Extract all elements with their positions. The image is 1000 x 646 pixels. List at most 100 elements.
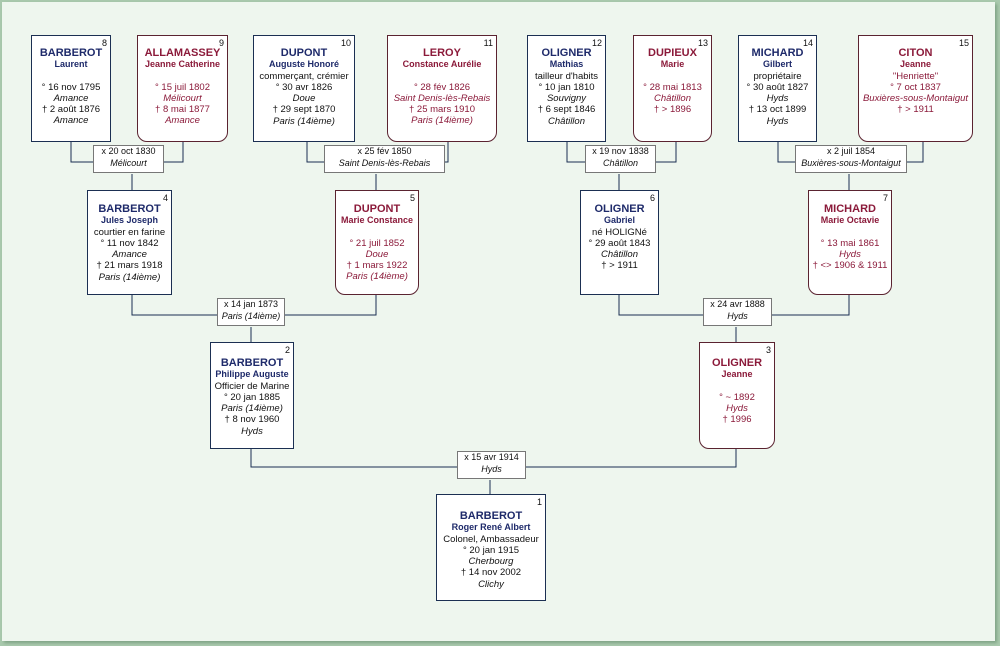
given-name: Laurent — [54, 59, 88, 70]
person-number: 3 — [765, 345, 771, 355]
marriage-place: Hyds — [727, 310, 748, 321]
person-1[interactable]: 1 BARBEROT Roger René Albert Colonel, Am… — [436, 494, 546, 601]
surname: LEROY — [423, 47, 461, 59]
marriage-10-11[interactable]: x 25 fév 1850 Saint Denis-lès-Rebais — [324, 145, 445, 173]
death-date: † 2 août 1876 — [41, 104, 101, 116]
marriage-date: x 20 oct 1830 — [101, 146, 156, 156]
marriage-2-3[interactable]: x 15 avr 1914 Hyds — [457, 451, 526, 479]
person-number: 15 — [958, 38, 969, 48]
birth-place: Mélicourt — [163, 92, 202, 104]
death-date: † 1 mars 1922 — [346, 260, 408, 272]
death-date: † 25 mars 1910 — [408, 104, 475, 116]
surname: BARBEROT — [98, 203, 161, 215]
person-number: 1 — [536, 497, 542, 507]
birth-place: Châtillon — [654, 92, 691, 104]
death-place: Paris (14ième) — [346, 271, 408, 283]
given-name: Roger René Albert — [451, 522, 531, 533]
occupation: né HOLIGNé — [592, 226, 647, 238]
birth-place: Hyds — [839, 248, 861, 260]
birth-place: Hyds — [766, 93, 789, 105]
person-15[interactable]: 15 CITON Jeanne "Henriette" ° 7 oct 1837… — [858, 35, 973, 142]
occupation: propriétaire — [753, 70, 802, 82]
birth-place: Doue — [365, 248, 389, 260]
given-name: Marie Constance — [340, 215, 414, 226]
death-date: † > 1896 — [653, 104, 692, 116]
person-number: 7 — [882, 193, 888, 203]
person-number: 5 — [409, 193, 415, 203]
person-8[interactable]: 8 BARBEROT Laurent ° 16 nov 1795 Amance … — [31, 35, 111, 142]
person-14[interactable]: 14 MICHARD Gilbert propriétaire ° 30 aoû… — [738, 35, 817, 142]
person-2[interactable]: 2 BARBEROT Philippe Auguste Officier de … — [210, 342, 294, 449]
person-11[interactable]: 11 LEROY Constance Aurélie ° 28 fév 1826… — [387, 35, 497, 142]
birth-place: Hyds — [726, 402, 748, 414]
surname: DUPONT — [353, 203, 401, 215]
death-date: † 14 nov 2002 — [460, 567, 522, 579]
birth-date: ° 21 juil 1852 — [349, 237, 405, 249]
person-10[interactable]: 10 DUPONT Auguste Honoré commerçant, cré… — [253, 35, 355, 142]
person-number: 9 — [218, 38, 224, 48]
birth-place: Doue — [292, 93, 316, 105]
occupation: Officier de Marine — [214, 380, 290, 392]
marriage-14-15[interactable]: x 2 juil 1854 Buxières-sous-Montaigut — [795, 145, 907, 173]
marriage-place: Saint Denis-lès-Rebais — [338, 157, 431, 168]
death-place: Paris (14ième) — [411, 115, 473, 127]
death-place: Amance — [165, 115, 200, 127]
birth-place: Buxières-sous-Montaigut — [862, 93, 969, 105]
given-name: Auguste Honoré — [268, 59, 339, 70]
death-place: Châtillon — [548, 115, 585, 127]
person-3[interactable]: 3 OLIGNER Jeanne ° ~ 1892 Hyds † 1996 — [699, 342, 775, 449]
surname: ALLAMASSEY — [144, 47, 221, 59]
occupation: tailleur d'habits — [534, 70, 599, 82]
birth-date: ° 16 nov 1795 — [41, 81, 101, 93]
birth-date: ° 20 jan 1885 — [223, 391, 281, 403]
marriage-date: x 14 jan 1873 — [223, 299, 279, 309]
person-13[interactable]: 13 DUPIEUX Marie ° 28 mai 1813 Châtillon… — [633, 35, 712, 142]
marriage-4-5[interactable]: x 14 jan 1873 Paris (14ième) — [217, 298, 285, 326]
given-name: Jeanne — [899, 59, 932, 70]
given-name: Philippe Auguste — [215, 369, 289, 380]
birth-date: ° 30 août 1827 — [746, 81, 809, 93]
birth-date: ° 11 nov 1842 — [100, 237, 159, 249]
marriage-date: x 19 nov 1838 — [592, 146, 649, 156]
given-name: Mathias — [549, 59, 584, 70]
marriage-8-9[interactable]: x 20 oct 1830 Mélicourt — [93, 145, 164, 173]
marriage-place: Paris (14ième) — [221, 310, 281, 321]
person-5[interactable]: 5 DUPONT Marie Constance ° 21 juil 1852 … — [335, 190, 419, 295]
birth-date: ° 15 juil 1802 — [154, 81, 211, 93]
person-12[interactable]: 12 OLIGNER Mathias tailleur d'habits ° 1… — [527, 35, 606, 142]
surname: MICHARD — [824, 203, 876, 215]
marriage-6-7[interactable]: x 24 avr 1888 Hyds — [703, 298, 772, 326]
death-date: † > 1911 — [601, 260, 638, 272]
person-number: 6 — [649, 193, 655, 203]
birth-date: ° 28 fév 1826 — [413, 81, 471, 93]
surname: OLIGNER — [594, 203, 645, 215]
surname: MICHARD — [751, 47, 804, 59]
given-name: Jules Joseph — [100, 215, 159, 226]
marriage-place: Buxières-sous-Montaigut — [801, 157, 901, 168]
given-name: Marie Octavie — [820, 215, 880, 226]
death-date: † > 1911 — [897, 104, 934, 116]
birth-place: Amance — [53, 92, 89, 104]
person-6[interactable]: 6 OLIGNER Gabriel né HOLIGNé ° 29 août 1… — [580, 190, 659, 295]
person-7[interactable]: 7 MICHARD Marie Octavie ° 13 mai 1861 Hy… — [808, 190, 892, 295]
birth-place: Châtillon — [601, 249, 638, 261]
given-name: Marie — [660, 59, 685, 70]
person-9[interactable]: 9 ALLAMASSEY Jeanne Catherine ° 15 juil … — [137, 35, 228, 142]
person-number: 11 — [483, 38, 493, 48]
birth-date: ° 30 avr 1826 — [275, 81, 333, 93]
person-number: 4 — [162, 193, 168, 203]
person-number: 2 — [284, 345, 290, 355]
marriage-12-13[interactable]: x 19 nov 1838 Châtillon — [585, 145, 656, 173]
death-date: † 1996 — [722, 414, 752, 426]
birth-place: Souvigny — [546, 93, 587, 105]
marriage-date: x 24 avr 1888 — [710, 299, 765, 309]
person-number: 14 — [802, 38, 813, 48]
birth-date: ° 29 août 1843 — [588, 237, 651, 249]
occupation: courtier en farine — [93, 226, 166, 238]
marriage-place: Mélicourt — [110, 157, 147, 168]
surname: OLIGNER — [711, 357, 763, 369]
person-4[interactable]: 4 BARBEROT Jules Joseph courtier en fari… — [87, 190, 172, 295]
surname: BARBEROT — [459, 510, 523, 522]
given-name: Jeanne — [721, 369, 753, 380]
given-name: Jeanne Catherine — [144, 59, 221, 70]
